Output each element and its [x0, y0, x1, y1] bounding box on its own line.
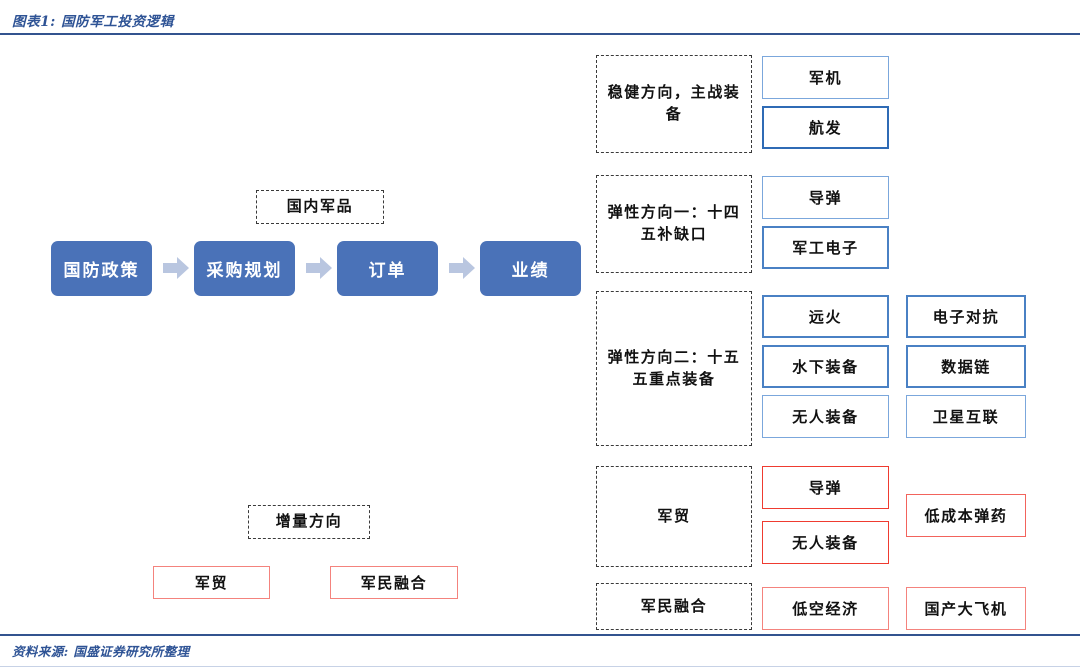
flow-step-defense-policy[interactable]: 国防政策: [51, 241, 152, 296]
flow-step-orders[interactable]: 订单: [337, 241, 438, 296]
domestic-military-group-text: 国内军品: [286, 197, 354, 216]
leaf-box-domestic-large-aircraft[interactable]: 国产大飞机: [906, 587, 1026, 630]
direction-group-flex-one-14th-five-year-gap: 弹性方向一：十四五补缺口: [596, 175, 752, 273]
leaf-box-label: 低空经济: [792, 600, 859, 618]
leaf-box-low-cost-ammunition[interactable]: 低成本弹药: [906, 494, 1026, 537]
flow-step-label: 国防政策: [63, 261, 140, 281]
leaf-box-military-electronics[interactable]: 军工电子: [762, 226, 889, 269]
leaf-box-label: 军工电子: [792, 239, 859, 257]
leaf-box-label: 数据链: [941, 358, 991, 376]
incremental-group-label: 增量方向: [248, 505, 370, 539]
footer-divider: [0, 634, 1080, 636]
leaf-box-underwater-equipment[interactable]: 水下装备: [762, 345, 889, 388]
leaf-box-missile-flex-one[interactable]: 导弹: [762, 176, 889, 219]
direction-group-label: 稳健方向，主战装备: [607, 83, 741, 123]
leaf-box-label: 军机: [808, 69, 843, 87]
incremental-group-text: 增量方向: [275, 512, 343, 531]
flow-step-label: 业绩: [511, 261, 550, 281]
leaf-box-electronic-warfare[interactable]: 电子对抗: [906, 295, 1026, 338]
leaf-box-label: 电子对抗: [932, 308, 1000, 326]
direction-group-label: 弹性方向一：十四五补缺口: [607, 203, 741, 243]
leaf-box-label: 卫星互联: [932, 408, 1000, 426]
leaf-box-military-aircraft[interactable]: 军机: [762, 56, 889, 99]
right-arrow-icon: [163, 257, 189, 279]
leaf-box-label: 无人装备: [792, 408, 859, 426]
leaf-box-unmanned-equipment-military-trade[interactable]: 无人装备: [762, 521, 889, 564]
footer-bottom-divider: [0, 666, 1080, 667]
incremental-item-label: 军民融合: [360, 574, 428, 592]
flow-step-label: 订单: [368, 261, 407, 281]
leaf-box-label: 导弹: [808, 189, 843, 207]
leaf-box-label: 国产大飞机: [924, 600, 1008, 618]
leaf-box-label: 航发: [808, 119, 843, 137]
direction-group-label: 军民融合: [640, 596, 708, 615]
right-arrow-icon: [306, 257, 332, 279]
leaf-box-long-range-rockets[interactable]: 远火: [762, 295, 889, 338]
incremental-item-civil-military-integration[interactable]: 军民融合: [330, 566, 458, 599]
incremental-item-label: 军贸: [194, 574, 229, 592]
header-divider: [0, 33, 1080, 35]
leaf-box-unmanned-equipment-flex-two[interactable]: 无人装备: [762, 395, 889, 438]
right-arrow-icon: [449, 257, 475, 279]
direction-group-steady-main-equipment: 稳健方向，主战装备: [596, 55, 752, 153]
direction-group-label: 弹性方向二：十五五重点装备: [607, 347, 741, 388]
domestic-military-group-label: 国内军品: [256, 190, 384, 224]
source-note: 资料来源: 国盛证券研究所整理: [12, 644, 190, 659]
leaf-box-low-altitude-economy[interactable]: 低空经济: [762, 587, 889, 630]
leaf-box-label: 远火: [808, 308, 843, 326]
page-title: 图表1: 国防军工投资逻辑: [12, 14, 174, 30]
direction-group-civil-military-integration: 军民融合: [596, 583, 752, 630]
leaf-box-label: 导弹: [808, 479, 843, 497]
leaf-box-missile-military-trade[interactable]: 导弹: [762, 466, 889, 509]
leaf-box-satellite-internet[interactable]: 卫星互联: [906, 395, 1026, 438]
flow-step-procurement-plan[interactable]: 采购规划: [194, 241, 295, 296]
direction-group-label: 军贸: [657, 506, 691, 525]
leaf-box-label: 低成本弹药: [924, 507, 1008, 525]
leaf-box-data-link[interactable]: 数据链: [906, 345, 1026, 388]
leaf-box-label: 水下装备: [792, 358, 859, 376]
direction-group-flex-two-15th-five-year-key-equipment: 弹性方向二：十五五重点装备: [596, 291, 752, 446]
direction-group-military-trade: 军贸: [596, 466, 752, 567]
flow-step-performance[interactable]: 业绩: [480, 241, 581, 296]
leaf-box-label: 无人装备: [792, 534, 859, 552]
incremental-item-military-trade[interactable]: 军贸: [153, 566, 270, 599]
leaf-box-aero-engine[interactable]: 航发: [762, 106, 889, 149]
flow-step-label: 采购规划: [206, 261, 283, 281]
